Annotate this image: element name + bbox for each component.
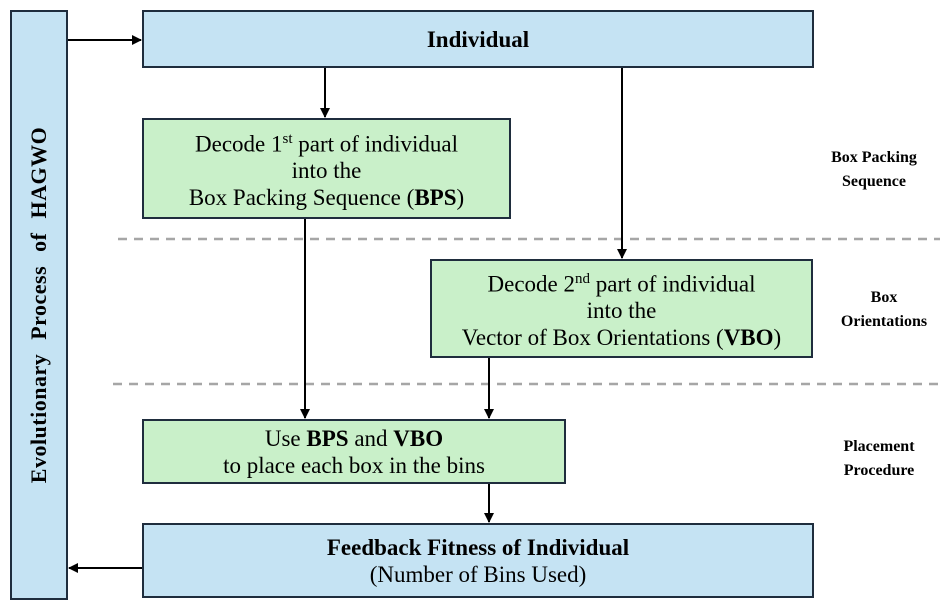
individual-title: Individual: [426, 26, 530, 52]
use-bps-vbo-box: Use BPS and VBO to place each box in the…: [142, 419, 566, 484]
stage-box-packing-line1: Box Packing: [831, 149, 917, 166]
use-bps-vbo-line1: Use BPS and VBO: [264, 425, 444, 451]
stage-placement-line1: Placement: [843, 438, 915, 455]
decode-first-line1: Decode 1st part of individual: [195, 130, 458, 157]
evolutionary-process-label: Evolutionary Process of HAGWO: [26, 126, 51, 484]
use-bps-vbo-line2: to place each box in the bins: [223, 452, 485, 478]
feedback-title: Feedback Fitness of Individual: [326, 534, 630, 560]
stage-label-placement-procedure: Placement Procedure: [804, 435, 948, 483]
decode-second-line2: into the: [586, 298, 657, 324]
stage-label-box-packing-sequence: Box Packing Sequence: [799, 146, 948, 194]
stage-box-orientations-line2: Orientations: [840, 313, 928, 330]
decode-first-line3: Box Packing Sequence (BPS): [188, 185, 465, 211]
evolutionary-process-panel: [10, 10, 68, 600]
stage-box-orientations-line1: Box: [870, 289, 898, 306]
decode-first-line2: into the: [291, 158, 362, 184]
feedback-subtitle: (Number of Bins Used): [369, 561, 587, 587]
stage-box-packing-line2: Sequence: [842, 173, 906, 190]
feedback-fitness-box: Feedback Fitness of Individual (Number o…: [142, 523, 814, 598]
stage-label-box-orientations: Box Orientations: [809, 286, 948, 334]
decode-first-part-box: Decode 1st part of individual into the B…: [142, 118, 511, 219]
decode-second-line3: Vector of Box Orientations (VBO): [461, 325, 782, 351]
decode-second-part-box: Decode 2nd part of individual into the V…: [430, 259, 813, 358]
individual-box: Individual: [142, 10, 814, 68]
stage-placement-line2: Procedure: [843, 462, 915, 479]
decode-second-line1: Decode 2nd part of individual: [487, 270, 756, 297]
